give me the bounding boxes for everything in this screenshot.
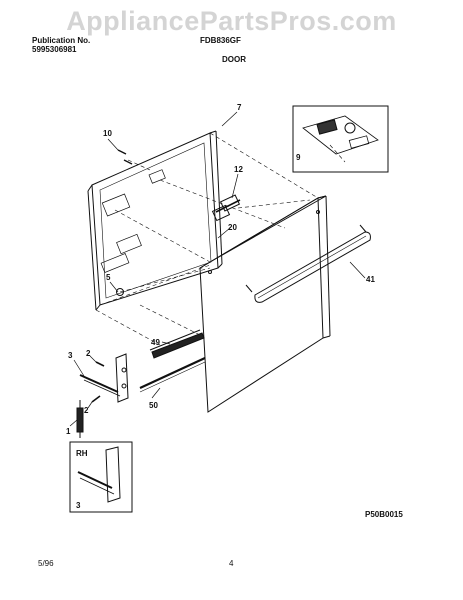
watermark: AppliancePartsPros.com [66,6,397,36]
inner-door-liner [87,130,223,311]
rh-inset [69,441,133,513]
publication-number: 5995306981 [32,45,77,54]
screw-parts [91,361,105,403]
dispenser-inset [292,105,389,173]
callout-49: 49 [151,338,160,347]
callout-2-upper: 2 [86,349,91,358]
inset-rh-label: RH [76,449,88,458]
outer-door-panel [199,195,331,413]
callout-20: 20 [228,223,237,232]
callout-5: 5 [106,273,111,282]
vent-strip [149,329,205,359]
callout-3-inset: 3 [76,501,81,510]
hinge-arm-assembly [79,353,129,403]
callout-41: 41 [366,275,375,284]
diagram-code: P50B0015 [365,510,403,519]
callout-9: 9 [296,153,301,162]
publication-label: Publication No. [32,36,91,45]
liner-screws [117,149,133,165]
callout-10: 10 [103,129,112,138]
callout-1: 1 [66,427,71,436]
callout-7: 7 [237,103,242,112]
callout-50: 50 [149,401,158,410]
hinge-bracket [211,194,241,222]
callout-3: 3 [68,351,73,360]
footer-page: 4 [229,559,234,568]
section-title: DOOR [222,55,246,64]
door-handle [245,224,371,303]
bottom-rod [139,357,206,393]
footer-date: 5/96 [38,559,54,568]
leader-lines [69,111,366,427]
callout-2-lower: 2 [84,406,89,415]
model-number: FDB836GF [200,36,241,45]
alignment-lines [95,132,346,346]
hinge-spring [76,400,84,438]
callout-12: 12 [234,165,243,174]
